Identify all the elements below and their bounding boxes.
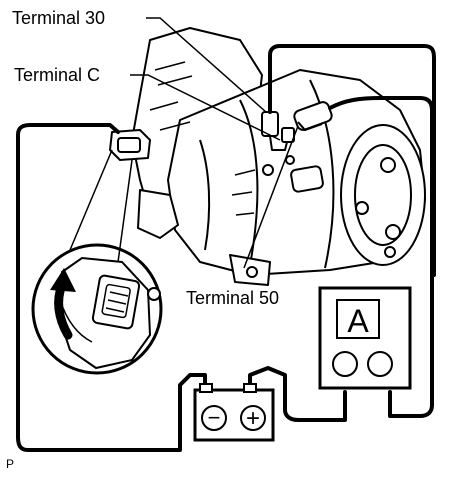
leader-terminal-30: [146, 17, 267, 113]
rotation-arrow-icon: [50, 268, 76, 340]
label-terminal-c: Terminal C: [14, 65, 100, 85]
battery: − +: [193, 383, 275, 442]
wire-terminal-50-to-right: [328, 96, 434, 418]
label-terminal-50: Terminal 50: [186, 288, 279, 308]
battery-positive-symbol: +: [246, 405, 260, 432]
ammeter-symbol: A: [347, 303, 369, 339]
battery-negative-symbol: −: [208, 405, 221, 430]
leader-terminal-50: [243, 125, 299, 269]
label-terminal-30: Terminal 30: [12, 8, 105, 28]
connector-closeup-inset: [31, 149, 163, 375]
rear-connector: [109, 129, 151, 161]
wiring: [16, 44, 436, 452]
battery-positive-terminal: [240, 405, 266, 431]
corner-mark: P: [6, 457, 14, 471]
ammeter: A: [318, 286, 412, 390]
wire-battery-pos-to-ammeter: [248, 366, 347, 422]
starter-motor: [109, 27, 426, 286]
wire-terminal-30-to-ammeter: [268, 44, 436, 277]
ammeter-terminal-right: [367, 351, 393, 377]
battery-negative-terminal: [201, 405, 227, 431]
ammeter-terminal-left: [332, 351, 358, 377]
leader-terminal-c: [130, 74, 281, 141]
callout-leaders: [130, 17, 299, 269]
wire-battery-neg-to-rear-connector: [16, 123, 207, 452]
